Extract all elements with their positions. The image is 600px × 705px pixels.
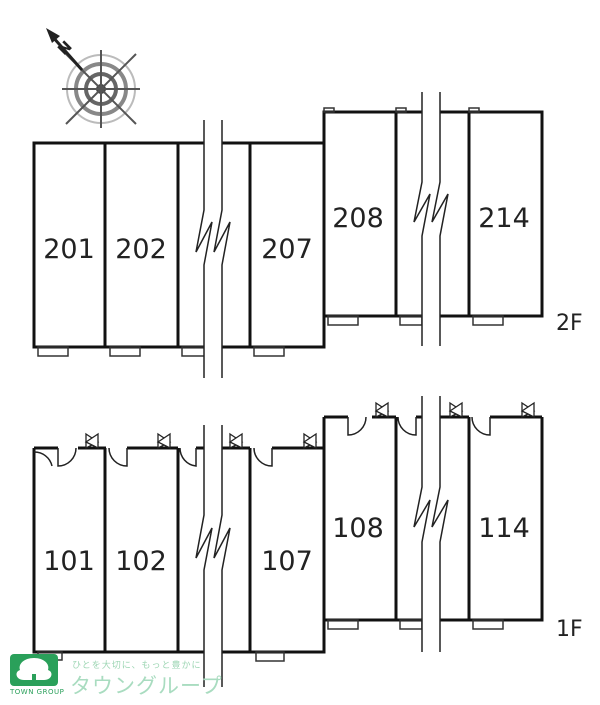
unit-201-label: 201 [43, 234, 95, 265]
floor-2f-balconies [37, 107, 504, 357]
logo-name: タウングループ [70, 674, 223, 698]
unit-208-label: 208 [332, 203, 384, 234]
tree-logo-icon [10, 654, 58, 686]
unit-102-label: 102 [115, 546, 167, 577]
floor-2f-break-2 [413, 92, 449, 346]
floor-2f-label: 2F [556, 311, 583, 336]
floor-1f-meters [84, 401, 536, 450]
floor-2f [32, 110, 544, 349]
floor-1f-break-2 [413, 396, 449, 652]
floor-1f-doors [33, 416, 491, 467]
town-group-logo: TOWN GROUP ひとを大切に、もっと豊かに タウングループ [6, 652, 246, 702]
unit-207-label: 207 [261, 234, 313, 265]
unit-101-label: 101 [43, 546, 95, 577]
floor-2f-break-1 [195, 120, 231, 378]
logo-brand-text: TOWN GROUP [10, 688, 65, 696]
floor-1f-label: 1F [556, 617, 583, 642]
unit-107-label: 107 [261, 546, 313, 577]
unit-202-label: 202 [115, 234, 167, 265]
unit-214-label: 214 [478, 203, 530, 234]
floor-1f-break-1 [195, 425, 231, 687]
unit-114-label: 114 [478, 513, 530, 544]
unit-108-label: 108 [332, 513, 384, 544]
compass-icon: N [46, 28, 140, 128]
logo-tagline: ひとを大切に、もっと豊かに [72, 661, 202, 671]
